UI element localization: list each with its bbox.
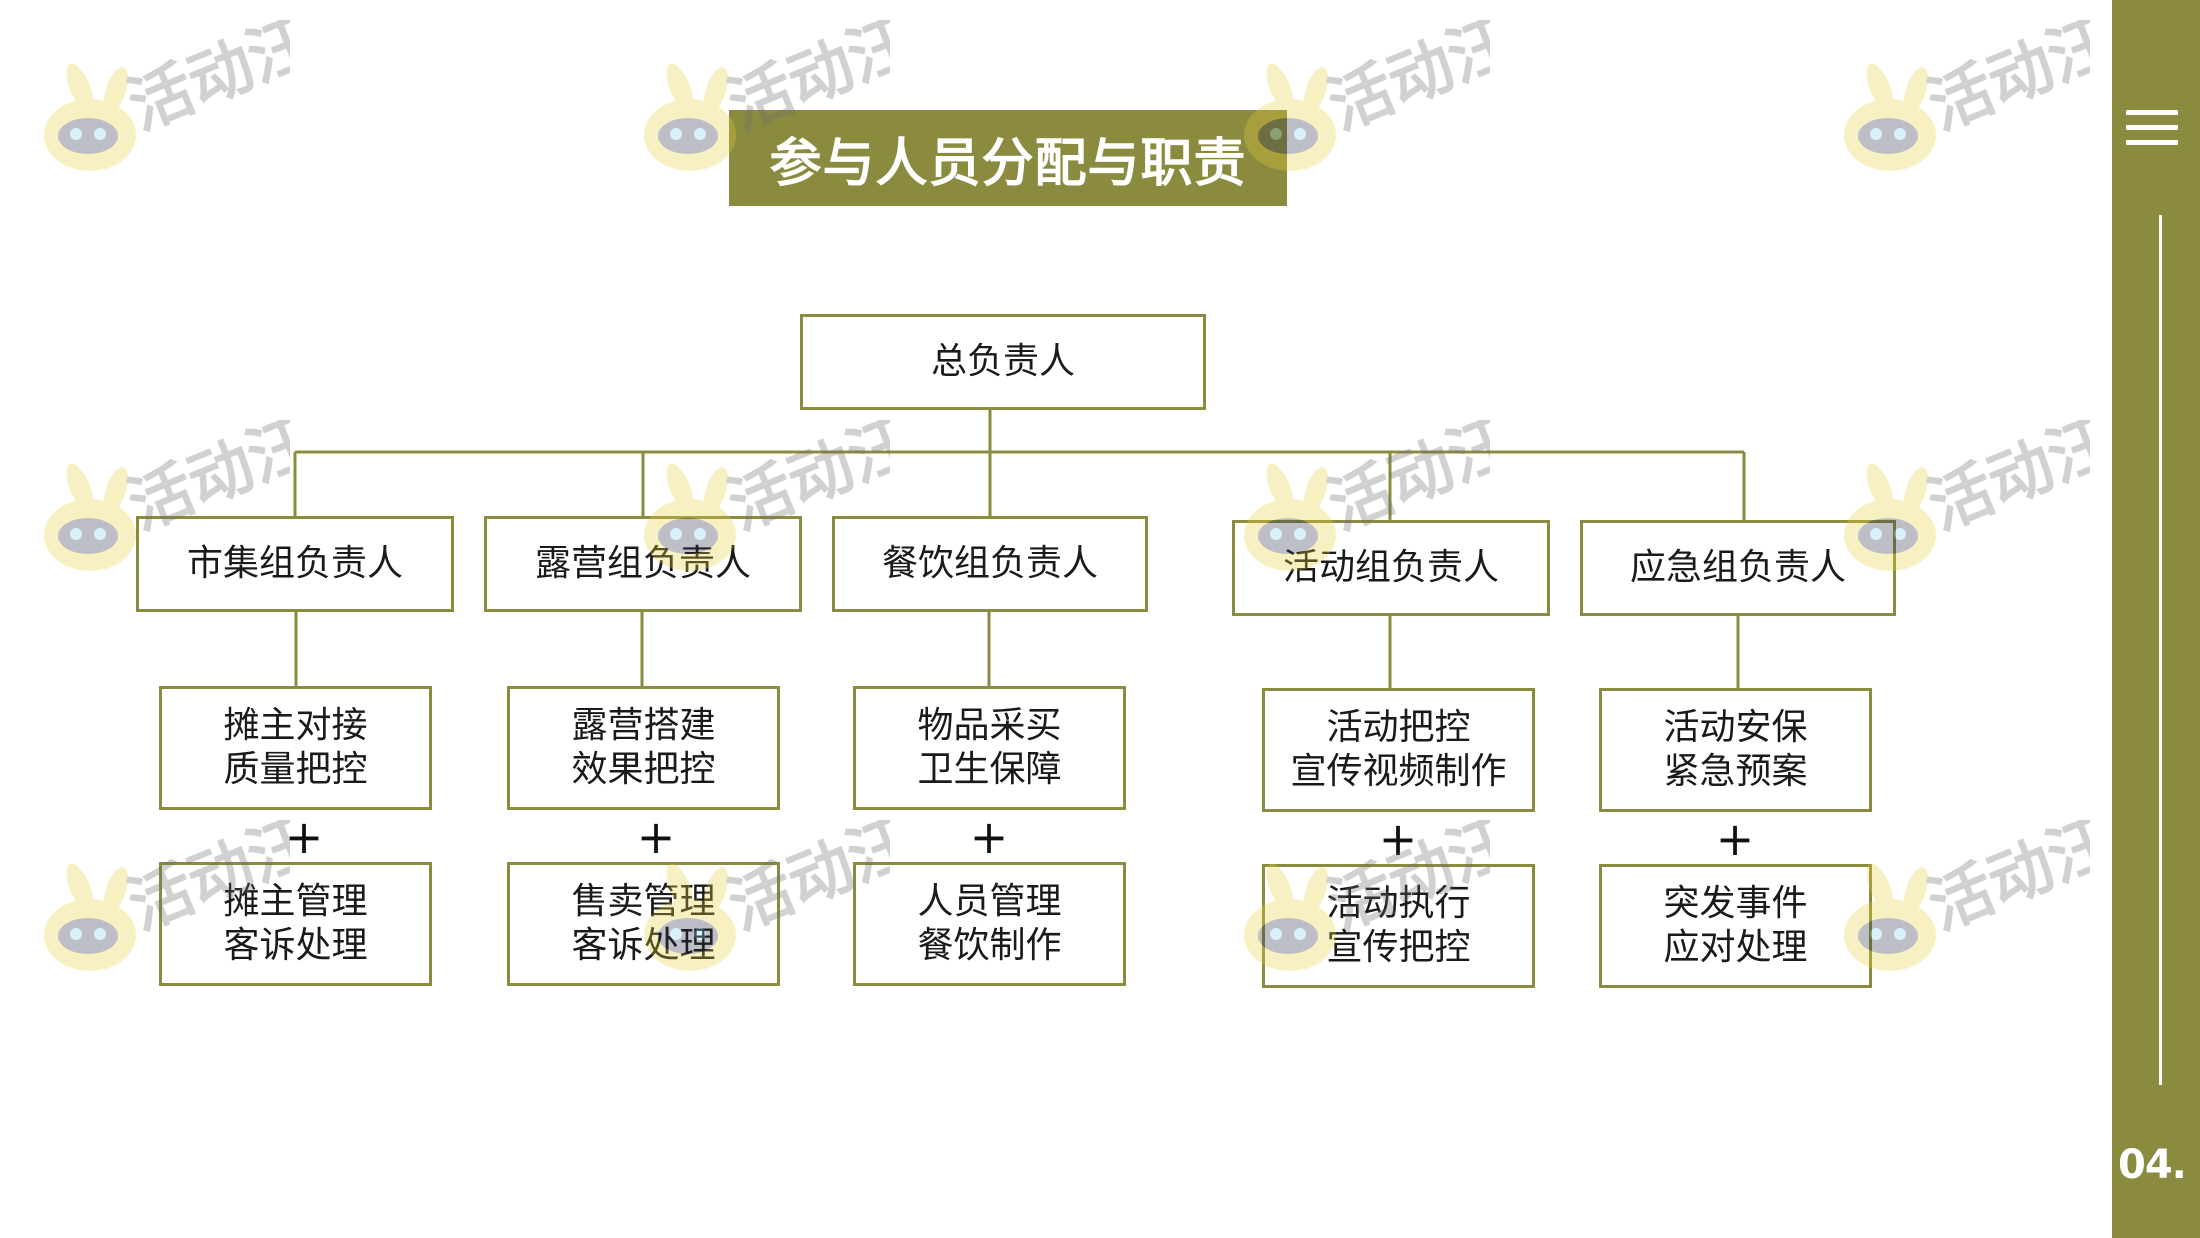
duty-box: 活动安保紧急预案 [1599, 688, 1872, 812]
duty-line: 客诉处理 [223, 925, 368, 966]
duty-box: 活动把控宣传视频制作 [1262, 688, 1535, 812]
group-leader-box: 餐饮组负责人 [832, 516, 1148, 612]
duty-box: 突发事件应对处理 [1599, 864, 1872, 988]
page-title: 参与人员分配与职责 [729, 110, 1287, 206]
plus-sign: + [636, 810, 676, 864]
group-leader-label: 应急组负责人 [1629, 547, 1846, 588]
duty-line: 餐饮制作 [917, 925, 1062, 966]
duty-box: 摊主管理客诉处理 [159, 862, 432, 986]
duty-line: 人员管理 [917, 881, 1062, 922]
group-leader-box: 市集组负责人 [136, 516, 454, 612]
duty-line: 卫生保障 [917, 749, 1062, 790]
plus-sign: + [1378, 812, 1418, 866]
plus-sign: + [284, 810, 324, 864]
duty-line: 售卖管理 [571, 881, 716, 922]
duty-line: 客诉处理 [571, 925, 716, 966]
duty-box: 露营搭建效果把控 [507, 686, 780, 810]
duty-line: 突发事件 [1663, 883, 1808, 924]
hamburger-menu-icon[interactable] [2126, 110, 2178, 150]
group-leader-box: 露营组负责人 [484, 516, 802, 612]
root-role-label: 总负责人 [930, 341, 1075, 382]
duty-box: 售卖管理客诉处理 [507, 862, 780, 986]
group-leader-box: 应急组负责人 [1580, 520, 1896, 616]
duty-line: 紧急预案 [1663, 751, 1808, 792]
duty-line: 摊主管理 [223, 881, 368, 922]
group-leader-label: 餐饮组负责人 [881, 543, 1098, 584]
duty-line: 活动执行 [1326, 883, 1471, 924]
page-number: 04. [2118, 1142, 2187, 1188]
duty-line: 活动把控 [1326, 707, 1471, 748]
duty-box: 物品采买卫生保障 [853, 686, 1126, 810]
plus-sign: + [969, 810, 1009, 864]
duty-line: 质量把控 [223, 749, 368, 790]
duty-line: 宣传把控 [1326, 927, 1471, 968]
duty-line: 效果把控 [571, 749, 716, 790]
group-leader-box: 活动组负责人 [1232, 520, 1550, 616]
duty-line: 活动安保 [1663, 707, 1808, 748]
duty-box: 人员管理餐饮制作 [853, 862, 1126, 986]
duty-box: 活动执行宣传把控 [1262, 864, 1535, 988]
plus-sign: + [1715, 812, 1755, 866]
group-leader-label: 活动组负责人 [1282, 547, 1499, 588]
duty-line: 宣传视频制作 [1290, 751, 1507, 792]
duty-line: 应对处理 [1663, 927, 1808, 968]
root-role-box: 总负责人 [800, 314, 1206, 410]
duty-line: 物品采买 [917, 705, 1062, 746]
duty-line: 摊主对接 [223, 705, 368, 746]
duty-box: 摊主对接质量把控 [159, 686, 432, 810]
group-leader-label: 露营组负责人 [534, 543, 751, 584]
group-leader-label: 市集组负责人 [186, 543, 403, 584]
connector-lines [293, 408, 1746, 690]
duty-line: 露营搭建 [571, 705, 716, 746]
right-sidebar: 04. [2112, 0, 2200, 1238]
sidebar-divider [2159, 215, 2162, 1085]
